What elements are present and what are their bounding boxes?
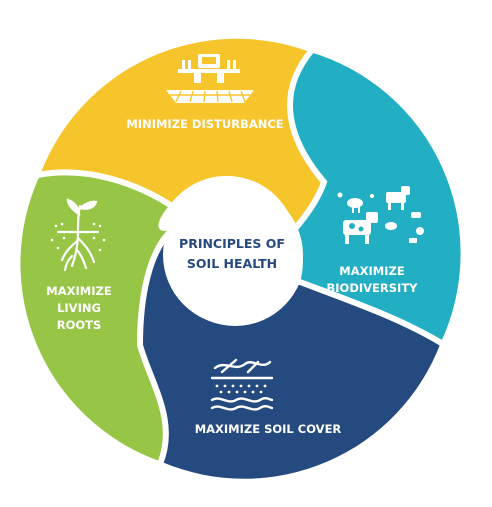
label-maximize-living-roots-line1: MAXIMIZE <box>46 284 112 298</box>
segment-maximize-soil-cover <box>140 230 441 479</box>
livestock-icon <box>337 186 424 244</box>
center-circle <box>163 185 303 325</box>
plant-roots-icon <box>50 198 106 272</box>
label-maximize-biodiversity-line1: MAXIMIZE <box>339 264 405 278</box>
center-title-line1: PRINCIPLES OF <box>179 236 285 251</box>
segment-separators <box>35 47 446 467</box>
segment-minimize-disturbance <box>40 38 322 230</box>
label-maximize-soil-cover: MAXIMIZE SOIL COVER <box>195 422 342 436</box>
label-maximize-biodiversity-line2: BIODIVERSITY <box>327 281 419 295</box>
tractor-icon <box>166 54 254 103</box>
segment-maximize-living-roots <box>20 173 170 462</box>
label-maximize-living-roots-line2: LIVING <box>57 301 101 315</box>
segment-maximize-biodiversity <box>289 52 461 342</box>
soil-layers-icon <box>210 358 274 411</box>
label-maximize-living-roots-line3: ROOTS <box>57 318 102 332</box>
center-title-line2: SOIL HEALTH <box>187 256 277 271</box>
label-minimize-disturbance: MINIMIZE DISTURBANCE <box>126 117 283 131</box>
